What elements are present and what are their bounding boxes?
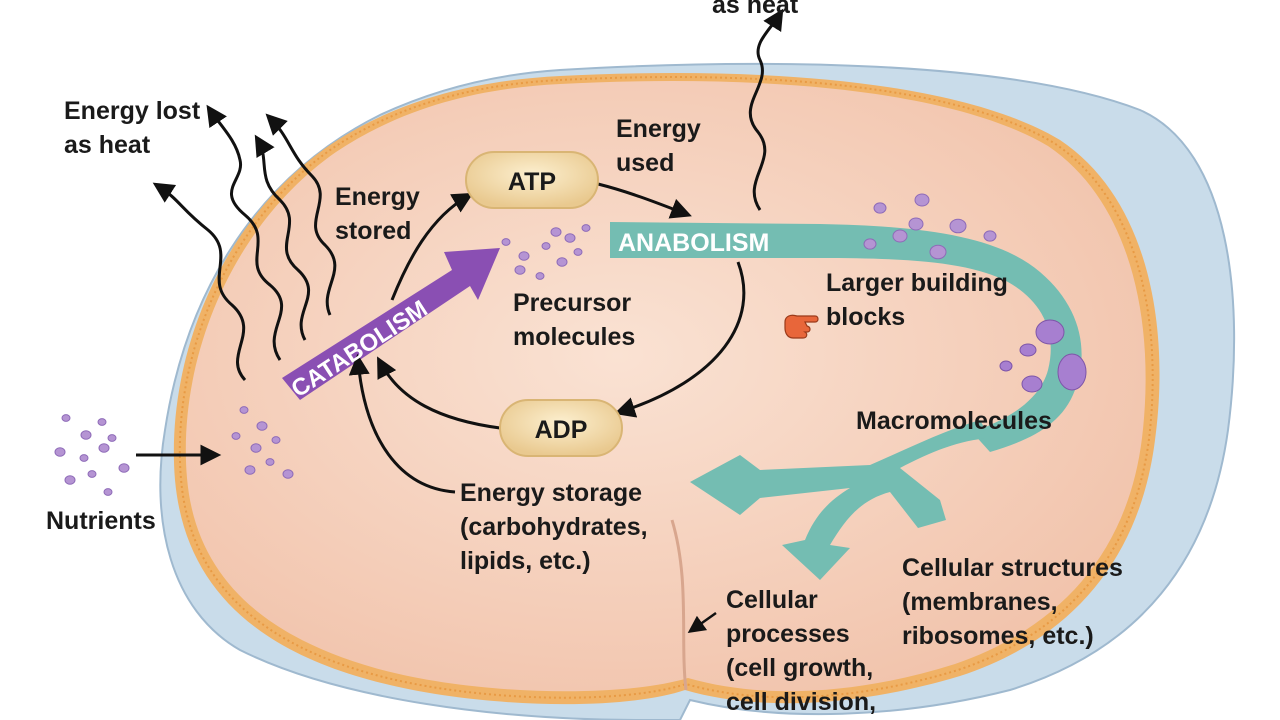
nutrient-molecule bbox=[118, 463, 130, 473]
precursor-molecule bbox=[514, 265, 526, 275]
absorbed-molecule bbox=[231, 432, 241, 440]
building-block-molecule bbox=[873, 202, 887, 214]
adp-pill: ADP bbox=[499, 399, 623, 457]
absorbed-molecule bbox=[282, 469, 294, 479]
atp-pill: ATP bbox=[465, 151, 599, 209]
building-block-molecule bbox=[863, 238, 877, 250]
nutrients-label: Nutrients bbox=[46, 507, 156, 535]
building-block-molecule bbox=[983, 230, 997, 242]
arrow-adp-to-catabolism bbox=[377, 356, 501, 430]
macromolecule bbox=[999, 360, 1013, 372]
nutrient-molecule bbox=[98, 443, 110, 453]
anabolism-label: ANABOLISM bbox=[618, 229, 769, 257]
arrow-storage-to-catabolism bbox=[348, 353, 456, 494]
precursor-molecule bbox=[556, 257, 568, 267]
precursor-molecule bbox=[541, 242, 551, 250]
macromolecule bbox=[1021, 375, 1043, 393]
absorbed-molecule bbox=[239, 406, 249, 414]
arrow-to-furrow bbox=[687, 611, 717, 634]
atp-label: ATP bbox=[508, 168, 556, 196]
absorbed-molecule bbox=[271, 436, 281, 444]
macromolecule bbox=[1057, 353, 1087, 391]
building-block-molecule bbox=[908, 217, 924, 231]
nutrient-molecule bbox=[103, 488, 113, 496]
catabolism-arrow bbox=[282, 248, 500, 400]
nutrient-molecule bbox=[107, 434, 117, 442]
precursor-molecule bbox=[550, 227, 562, 237]
nutrient-molecule bbox=[61, 414, 71, 422]
top-heat-label: as heat bbox=[712, 0, 799, 19]
heat-wave-arrow-1 bbox=[206, 104, 284, 361]
building-block-molecule bbox=[892, 229, 908, 243]
macromolecule bbox=[1019, 343, 1037, 357]
cellular-structures-label: Cellular structures(membranes,ribosomes,… bbox=[902, 554, 1123, 650]
arrow-anabolism-to-adp bbox=[614, 261, 746, 418]
building-block-molecule bbox=[929, 244, 947, 260]
precursor-molecule bbox=[518, 251, 530, 261]
membrane-dots bbox=[178, 76, 1154, 699]
macromolecules-label: Macromolecules bbox=[856, 407, 1052, 435]
precursor-molecule bbox=[535, 272, 545, 280]
arrow-energy-stored bbox=[390, 192, 474, 301]
division-furrow bbox=[670, 519, 688, 691]
anabolism-output-arrows bbox=[690, 420, 990, 580]
absorbed-molecule bbox=[250, 443, 262, 453]
absorbed-molecule bbox=[244, 465, 256, 475]
nutrient-molecule bbox=[64, 475, 76, 485]
energy-storage-label: Energy storage(carbohydrates,lipids, etc… bbox=[460, 479, 648, 575]
precursor-molecule bbox=[573, 248, 583, 256]
nutrient-molecule bbox=[54, 447, 66, 457]
arrow-energy-used bbox=[597, 182, 692, 219]
molecule-layer bbox=[54, 193, 1087, 496]
nutrient-molecule bbox=[87, 470, 97, 478]
heat-wave-arrow-3 bbox=[265, 113, 337, 316]
building-block-molecule bbox=[914, 193, 930, 207]
nutrient-molecule bbox=[97, 418, 107, 426]
anabolism-band bbox=[610, 222, 1082, 452]
pointing-hand-icon bbox=[784, 314, 819, 339]
macromolecule bbox=[1035, 319, 1065, 345]
nutrient-molecule bbox=[79, 454, 89, 462]
precursor-molecule bbox=[581, 224, 591, 232]
heat-wave-arrow-4 bbox=[152, 182, 247, 382]
nutrient-molecule bbox=[80, 430, 92, 440]
heat-wave-arrow-2 bbox=[254, 134, 311, 341]
absorbed-molecule bbox=[256, 421, 268, 431]
heat-wave-arrow-top bbox=[748, 8, 784, 211]
absorbed-molecule bbox=[265, 458, 275, 466]
precursor-molecule bbox=[564, 233, 576, 243]
building-block-molecule bbox=[949, 218, 967, 234]
adp-label: ADP bbox=[535, 416, 588, 444]
precursor-molecule bbox=[501, 238, 511, 246]
